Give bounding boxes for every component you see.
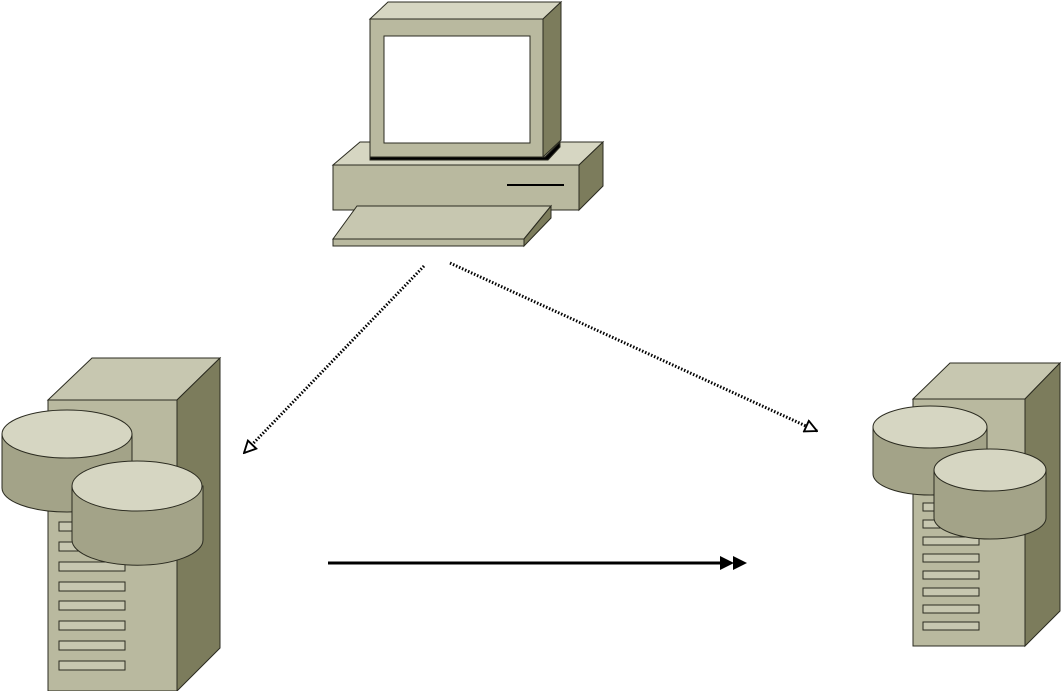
solid-arrow-left-to-right-server — [328, 556, 747, 570]
database-server-icon — [1, 356, 222, 691]
dotted-arrow-to-right-server — [449, 261, 817, 431]
desktop-computer-icon — [331, 0, 605, 248]
database-server-icon — [872, 361, 1062, 648]
dotted-arrow-to-left-server — [244, 264, 426, 453]
